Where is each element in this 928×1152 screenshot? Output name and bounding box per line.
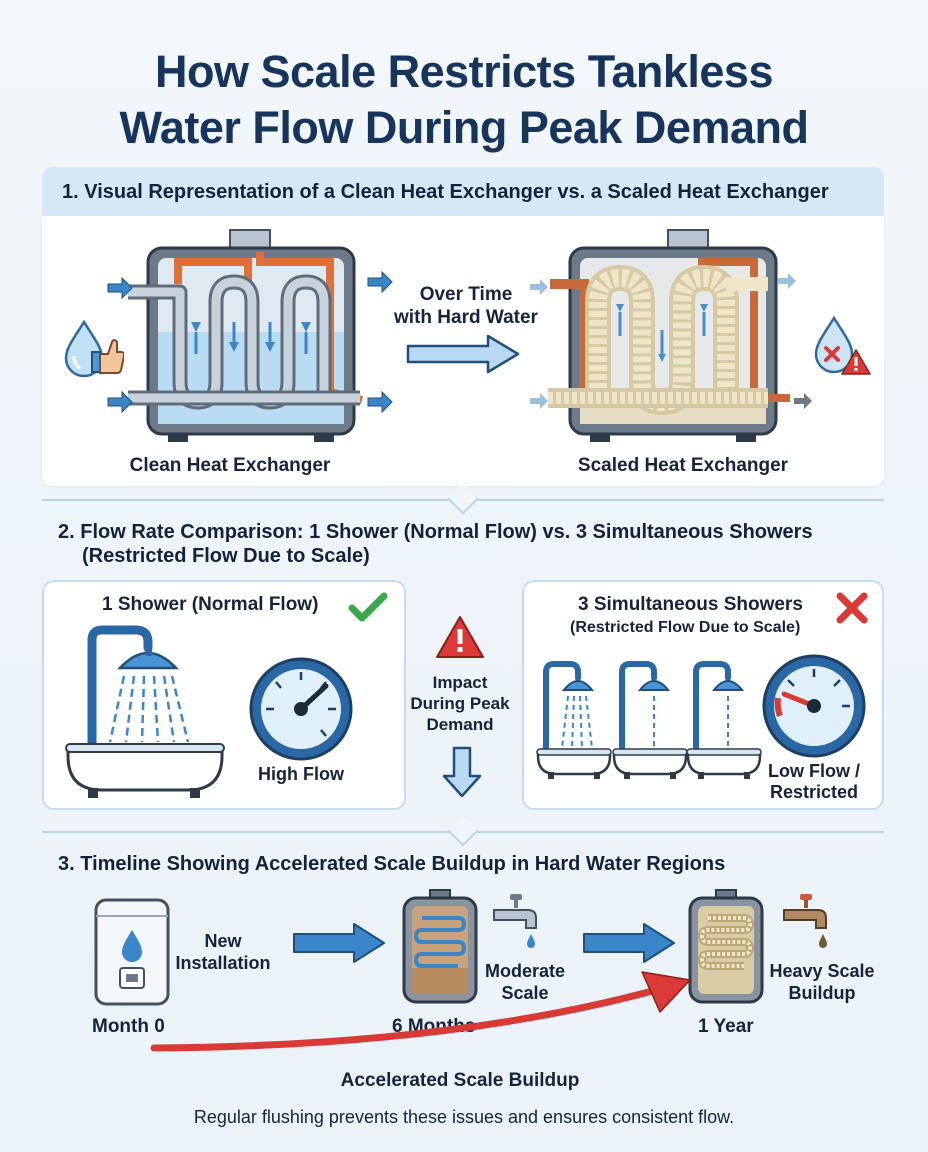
moderate-scale-line-1: Moderate [484, 961, 565, 981]
high-flow-gauge-icon [249, 657, 353, 761]
three-showers-title: 3 Simultaneous Showers [578, 594, 803, 615]
low-flow-line-2: Restricted [769, 782, 859, 802]
impact-line-1: Impact [432, 673, 488, 692]
footer-note: Regular flushing prevents these issues a… [193, 1107, 735, 1127]
section-3-heading: 3. Timeline Showing Accelerated Scale Bu… [58, 853, 726, 875]
over-time-arrow-icon [406, 334, 520, 374]
divider-notch-2 [447, 815, 479, 847]
title-line-1: How Scale Restricts Tankless [155, 46, 773, 97]
down-arrow-icon [442, 746, 482, 798]
new-installation-line-1: New [204, 931, 242, 951]
water-drop-warning-icon [814, 315, 871, 375]
section-2-heading-line-1: 2. Flow Rate Comparison: 1 Shower (Norma… [58, 521, 813, 543]
section-2-heading-line-2: (Restricted Flow Due to Scale) [82, 545, 370, 567]
clean-heat-exchanger-label: Clean Heat Exchanger [129, 455, 331, 476]
title-line-2: Water Flow During Peak Demand [119, 102, 809, 153]
transition-text: Over Time with Hard Water [376, 283, 556, 329]
accelerated-buildup-curve-arrow [150, 971, 691, 1052]
moderate-scale-text: Moderate Scale [472, 960, 578, 1004]
heavy-scale-line-1: Heavy Scale [769, 961, 875, 981]
impact-text: Impact During Peak Demand [400, 672, 520, 735]
new-water-heater-icon [94, 898, 170, 1006]
moderate-scale-heater-icon [402, 889, 478, 1004]
impact-line-2: During Peak [410, 694, 510, 713]
divider-notch-1 [447, 483, 479, 515]
new-installation-line-2: Installation [175, 953, 271, 973]
warning-triangle-icon [436, 616, 484, 658]
timeline-arrow-2-icon [583, 923, 675, 963]
moderate-scale-line-2: Scale [501, 983, 549, 1003]
heavy-scale-text: Heavy Scale Buildup [760, 960, 884, 1004]
three-showers-bathtubs-icon [536, 661, 762, 779]
scaled-heat-exchanger-illustration [530, 229, 812, 442]
transition-line-1: Over Time [419, 284, 513, 305]
section-1-heading: 1. Visual Representation of a Clean Heat… [42, 167, 884, 216]
accelerated-buildup-label: Accelerated Scale Buildup [340, 1070, 580, 1091]
low-flow-line-1: Low Flow / [768, 761, 860, 781]
single-shower-title: 1 Shower (Normal Flow) [102, 594, 319, 615]
low-flow-label: Low Flow / Restricted [748, 761, 880, 803]
checkmark-icon [348, 592, 388, 622]
faucet-icon [493, 894, 537, 948]
rusty-faucet-icon [783, 894, 827, 948]
page-title: How Scale Restricts Tankless Water Flow … [0, 44, 928, 156]
heavy-scale-heater-icon [688, 889, 764, 1004]
red-x-icon [836, 592, 868, 624]
transition-line-2: with Hard Water [394, 307, 538, 328]
section-2-heading: 2. Flow Rate Comparison: 1 Shower (Norma… [58, 520, 888, 568]
three-showers-subtitle: (Restricted Flow Due to Scale) [570, 619, 801, 636]
new-installation-text: New Installation [160, 930, 286, 974]
timeline-arrow-1-icon [293, 923, 385, 963]
low-flow-gauge-icon [762, 654, 866, 758]
stage-month-0-label: Month 0 [92, 1016, 165, 1037]
scaled-heat-exchanger-label: Scaled Heat Exchanger [577, 455, 789, 476]
stage-1-year-label: 1 Year [698, 1016, 754, 1037]
heavy-scale-line-2: Buildup [788, 983, 856, 1003]
water-drop-thumbs-up-icon [64, 319, 124, 378]
high-flow-label: High Flow [258, 764, 344, 784]
impact-line-3: Demand [426, 715, 494, 734]
single-shower-bathtub-icon [65, 625, 225, 798]
clean-heat-exchanger-illustration [107, 229, 393, 442]
